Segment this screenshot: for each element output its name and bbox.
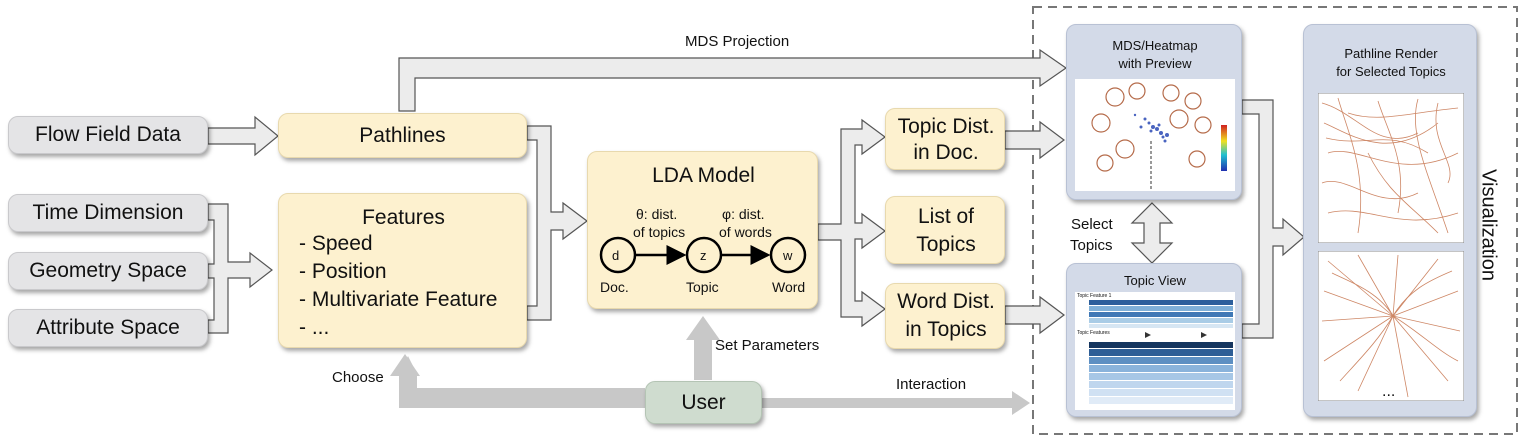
topic-view-panel: Topic View Topic Feature 1 Topic Feature… — [1066, 263, 1242, 417]
node-z-label: z — [700, 248, 707, 263]
arrow-interaction — [762, 391, 1030, 415]
geometry-space-label: Geometry Space — [29, 259, 187, 282]
node-d-label: d — [612, 248, 620, 263]
set-parameters-label: Set Parameters — [715, 337, 820, 354]
arrow-mds-projection — [398, 48, 1068, 112]
choose-label: Choose — [332, 369, 384, 386]
theta-label: θ: dist. — [636, 206, 678, 222]
select-topics-label-1: Select — [1071, 216, 1113, 233]
arrow-select-topics — [1130, 202, 1174, 264]
list-of-topics-box: List of Topics — [885, 196, 1005, 264]
topic-view-title: Topic View — [1124, 273, 1186, 288]
word-dist-line1: Word Dist. — [897, 290, 995, 313]
node-w-label: w — [783, 248, 793, 263]
feature-item-speed: - Speed — [299, 232, 373, 255]
time-dimension-label: Time Dimension — [32, 201, 184, 224]
mds-title-line1: MDS/Heatmap — [1112, 38, 1198, 53]
arrow-to-pathline-render — [1241, 99, 1305, 339]
features-title: Features — [362, 206, 445, 229]
topic-dist-line2: in Doc. — [913, 141, 979, 164]
mds-preview-image — [1075, 79, 1235, 191]
lda-graph — [599, 236, 807, 274]
flow-field-data-box: Flow Field Data — [8, 116, 208, 154]
theta-sub-label: of topics — [633, 224, 686, 240]
arrow-set-parameters — [686, 316, 720, 380]
mds-projection-label: MDS Projection — [685, 33, 790, 50]
arrow-to-lda — [526, 125, 588, 321]
arrow-inputs-to-features — [207, 203, 273, 334]
topic-view-content: Topic Feature 1 Topic Features — [1075, 292, 1235, 410]
pathline-ellipsis: ... — [1382, 383, 1396, 400]
topic-features-label: Topic Features — [1077, 330, 1110, 336]
arrow-choose-stem — [399, 372, 411, 408]
feature-item-position: - Position — [299, 260, 387, 283]
topic-feature-1-label: Topic Feature 1 — [1077, 293, 1112, 299]
features-box: Features - Speed - Position - Multivaria… — [278, 193, 527, 348]
flow-field-data-label: Flow Field Data — [35, 123, 181, 146]
arrow-choose — [399, 356, 645, 396]
interaction-label: Interaction — [896, 376, 967, 393]
topic-heatmaps — [1089, 300, 1233, 404]
list-of-topics-line2: Topics — [916, 233, 976, 256]
arrow-choose-shaft — [399, 396, 645, 408]
user-label: User — [681, 390, 726, 414]
mds-heatmap-panel: MDS/Heatmap with Preview — [1066, 24, 1242, 200]
feature-item-more: - ... — [299, 316, 330, 339]
pathline-title-line1: Pathline Render — [1344, 46, 1438, 61]
caption-topic: Topic — [686, 279, 719, 295]
word-dist-box: Word Dist. in Topics — [885, 283, 1005, 349]
time-dimension-box: Time Dimension — [8, 194, 208, 232]
user-box: User — [645, 381, 762, 424]
arrow-lda-to-outputs — [817, 118, 887, 328]
attribute-space-box: Attribute Space — [8, 309, 208, 347]
arrow-topicdist-to-mds — [1004, 120, 1065, 160]
geometry-space-box: Geometry Space — [8, 252, 208, 290]
pathline-render-panel: Pathline Render for Selected Topics ... — [1303, 24, 1477, 417]
node-w-circle — [769, 236, 807, 274]
topic-dist-box: Topic Dist. in Doc. — [885, 108, 1005, 170]
pathlines-label: Pathlines — [359, 123, 446, 147]
node-z-circle — [685, 236, 723, 274]
arrow-worddist-to-topicview — [1004, 295, 1065, 335]
select-topics-label-2: Topics — [1070, 237, 1113, 254]
word-dist-line2: in Topics — [905, 318, 987, 341]
list-of-topics-line1: List of — [917, 205, 975, 228]
topic-dist-line1: Topic Dist. — [897, 115, 995, 138]
phi-sub-label: of words — [719, 224, 772, 240]
pathline-render-image-2 — [1318, 251, 1464, 401]
pathline-title-line2: for Selected Topics — [1336, 64, 1446, 79]
lda-model-box: LDA Model θ: dist. of topics φ: dist. of… — [587, 151, 818, 309]
lda-title: LDA Model — [652, 164, 755, 187]
visualization-label: Visualization — [1477, 169, 1500, 281]
mds-title-line2: with Preview — [1118, 56, 1192, 71]
phi-label: φ: dist. — [722, 206, 765, 222]
pathline-render-image-1 — [1318, 93, 1464, 243]
visualization-frame — [1032, 6, 1518, 435]
caption-doc: Doc. — [600, 279, 629, 295]
arrow-choose-head — [390, 354, 420, 376]
pathlines-box: Pathlines — [278, 113, 527, 158]
arrow-flowfield-to-pathlines — [207, 115, 279, 157]
attribute-space-label: Attribute Space — [36, 316, 180, 339]
feature-item-multivariate: - Multivariate Feature — [299, 288, 498, 311]
node-d-circle — [599, 236, 637, 274]
caption-word: Word — [772, 279, 806, 295]
